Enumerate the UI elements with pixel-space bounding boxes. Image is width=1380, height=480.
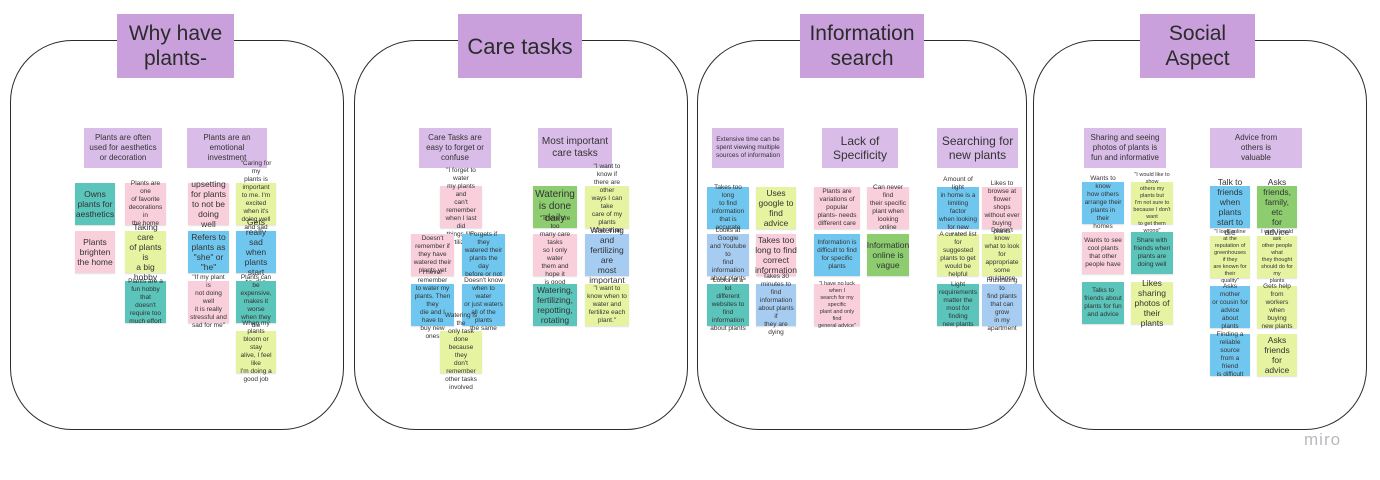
- sticky-note: Likes sharing photos of their plants: [1131, 278, 1173, 328]
- sticky-note: Looks at Google and Youtube to find info…: [707, 227, 749, 282]
- sticky-note: Plants can be expensive, makes it worse …: [236, 274, 276, 329]
- sticky-note: A curated list for suggested plants to g…: [937, 231, 979, 278]
- sticky-note: Watering and fertilizing are most import…: [585, 225, 629, 285]
- sticky-note: Owns plants for aesthetics: [75, 183, 115, 225]
- sticky-note: Talk to friends when plants start to die: [1210, 177, 1250, 237]
- cluster-title: Information search: [800, 14, 924, 78]
- sticky-note: Asks friends for advice: [1257, 334, 1297, 376]
- sticky-note: Plants are a fun hobby that doesn't requ…: [125, 278, 166, 325]
- sticky-note: Light requirements matter the most for f…: [937, 281, 979, 328]
- category-label: Plants are an emotional investment: [187, 128, 267, 168]
- sticky-note: Watering is done daily: [533, 186, 577, 228]
- sticky-note: Doesn't know when to water or just water…: [462, 277, 505, 332]
- sticky-note: Wants to see cool plants that other peop…: [1082, 232, 1124, 274]
- sticky-note: Taking care of plants is a big hobby: [125, 222, 166, 282]
- sticky-note: "There are too many care tasks so I only…: [533, 215, 577, 294]
- sticky-note: Information is difficult to find for spe…: [814, 234, 860, 276]
- sticky-note: Plants brighten the home: [75, 231, 115, 273]
- miro-watermark: miro: [1304, 430, 1342, 449]
- sticky-note: "I forget to water my plants and can't r…: [440, 167, 482, 246]
- sticky-note: "If my plant is not doing well it is rea…: [188, 274, 229, 329]
- sticky-note: I never remember to water my plants. The…: [411, 269, 454, 340]
- sticky-note: Doesn't remember if they have watered th…: [411, 234, 454, 276]
- sticky-note: Asks mother or cousin for advice about p…: [1210, 283, 1250, 330]
- sticky-note: Takes too long to find information that …: [707, 184, 749, 231]
- category-label: Care Tasks are easy to forget or confuse: [419, 128, 491, 168]
- cluster-why-have-plants: [10, 40, 344, 430]
- sticky-note: Plants are variations of popular plants-…: [814, 187, 860, 229]
- category-label: Plants are often used for aesthetics or …: [84, 128, 162, 168]
- sticky-note: Information online is vague: [867, 234, 909, 276]
- sticky-note: Takes 30 minutes to find information abo…: [756, 273, 796, 336]
- sticky-note: Watering, fertilizing, repotting, rotati…: [533, 284, 577, 326]
- cluster-care-tasks: [354, 40, 688, 430]
- cluster-title: Social Aspect: [1140, 14, 1255, 78]
- sticky-note: Can never find their specific plant when…: [867, 184, 909, 231]
- category-label: Sharing and seeing photos of plants is f…: [1084, 128, 1166, 168]
- sticky-note: Share with friends when plants are doing…: [1131, 232, 1173, 274]
- sticky-note: When my plants bloom or stay alive, I fe…: [236, 320, 276, 383]
- category-label: Most important care tasks: [538, 128, 612, 168]
- cluster-title: Care tasks: [458, 14, 582, 78]
- cluster-title: Why have plants-: [117, 14, 234, 78]
- sticky-note: I wish I could ask other people what the…: [1257, 229, 1297, 284]
- sticky-note: upsetting for plants to not be doing wel…: [188, 179, 229, 229]
- category-label: Advice from others is valuable: [1210, 128, 1302, 168]
- sticky-note: Gets help from workers when buying new p…: [1257, 283, 1297, 330]
- sticky-note: Watering is the only task done because t…: [440, 312, 482, 391]
- sticky-note: "I want to know when to water and fertil…: [585, 284, 629, 326]
- sticky-note: Forgets if they watered their plants the…: [462, 231, 505, 278]
- sticky-note: Finding a reliable source from a friend …: [1210, 331, 1250, 378]
- sticky-note: "I have no luck when I search for my spe…: [814, 281, 860, 329]
- sticky-note: "I would like to show others my plants b…: [1131, 172, 1173, 234]
- sticky-note: Takes too long to find correct informati…: [754, 234, 798, 276]
- sticky-note: Talks to friends about plants for fun an…: [1082, 282, 1124, 324]
- category-label: Lack of Specificity: [822, 128, 898, 168]
- sticky-note: Uses google to find advice: [756, 187, 796, 229]
- sticky-note: Refers to plants as "she" or "he": [188, 231, 229, 273]
- sticky-note: "I look online at the reputation of gree…: [1210, 229, 1250, 284]
- sticky-note: Plants are one of favorite decorations i…: [125, 180, 166, 227]
- sticky-note: Looks at a lot different websites to fin…: [707, 277, 749, 332]
- sticky-note: Frustrating to find plants that can grow…: [982, 277, 1022, 332]
- sticky-note: Amount of light in home is a limiting fa…: [937, 176, 979, 239]
- sticky-note: Wants to know how others arrange their p…: [1082, 175, 1124, 230]
- sticky-note: Doesn't know what to look for appropriat…: [982, 227, 1022, 282]
- sticky-note: Gets really sad when plants start to die: [236, 217, 276, 287]
- sticky-note: Asks friends, family, etc for advice: [1257, 177, 1297, 237]
- category-label: Searching for new plants: [937, 128, 1018, 168]
- category-label: Extensive time can be spent viewing mult…: [712, 128, 784, 168]
- sticky-note: Likes to browse at flower shops without …: [982, 180, 1022, 235]
